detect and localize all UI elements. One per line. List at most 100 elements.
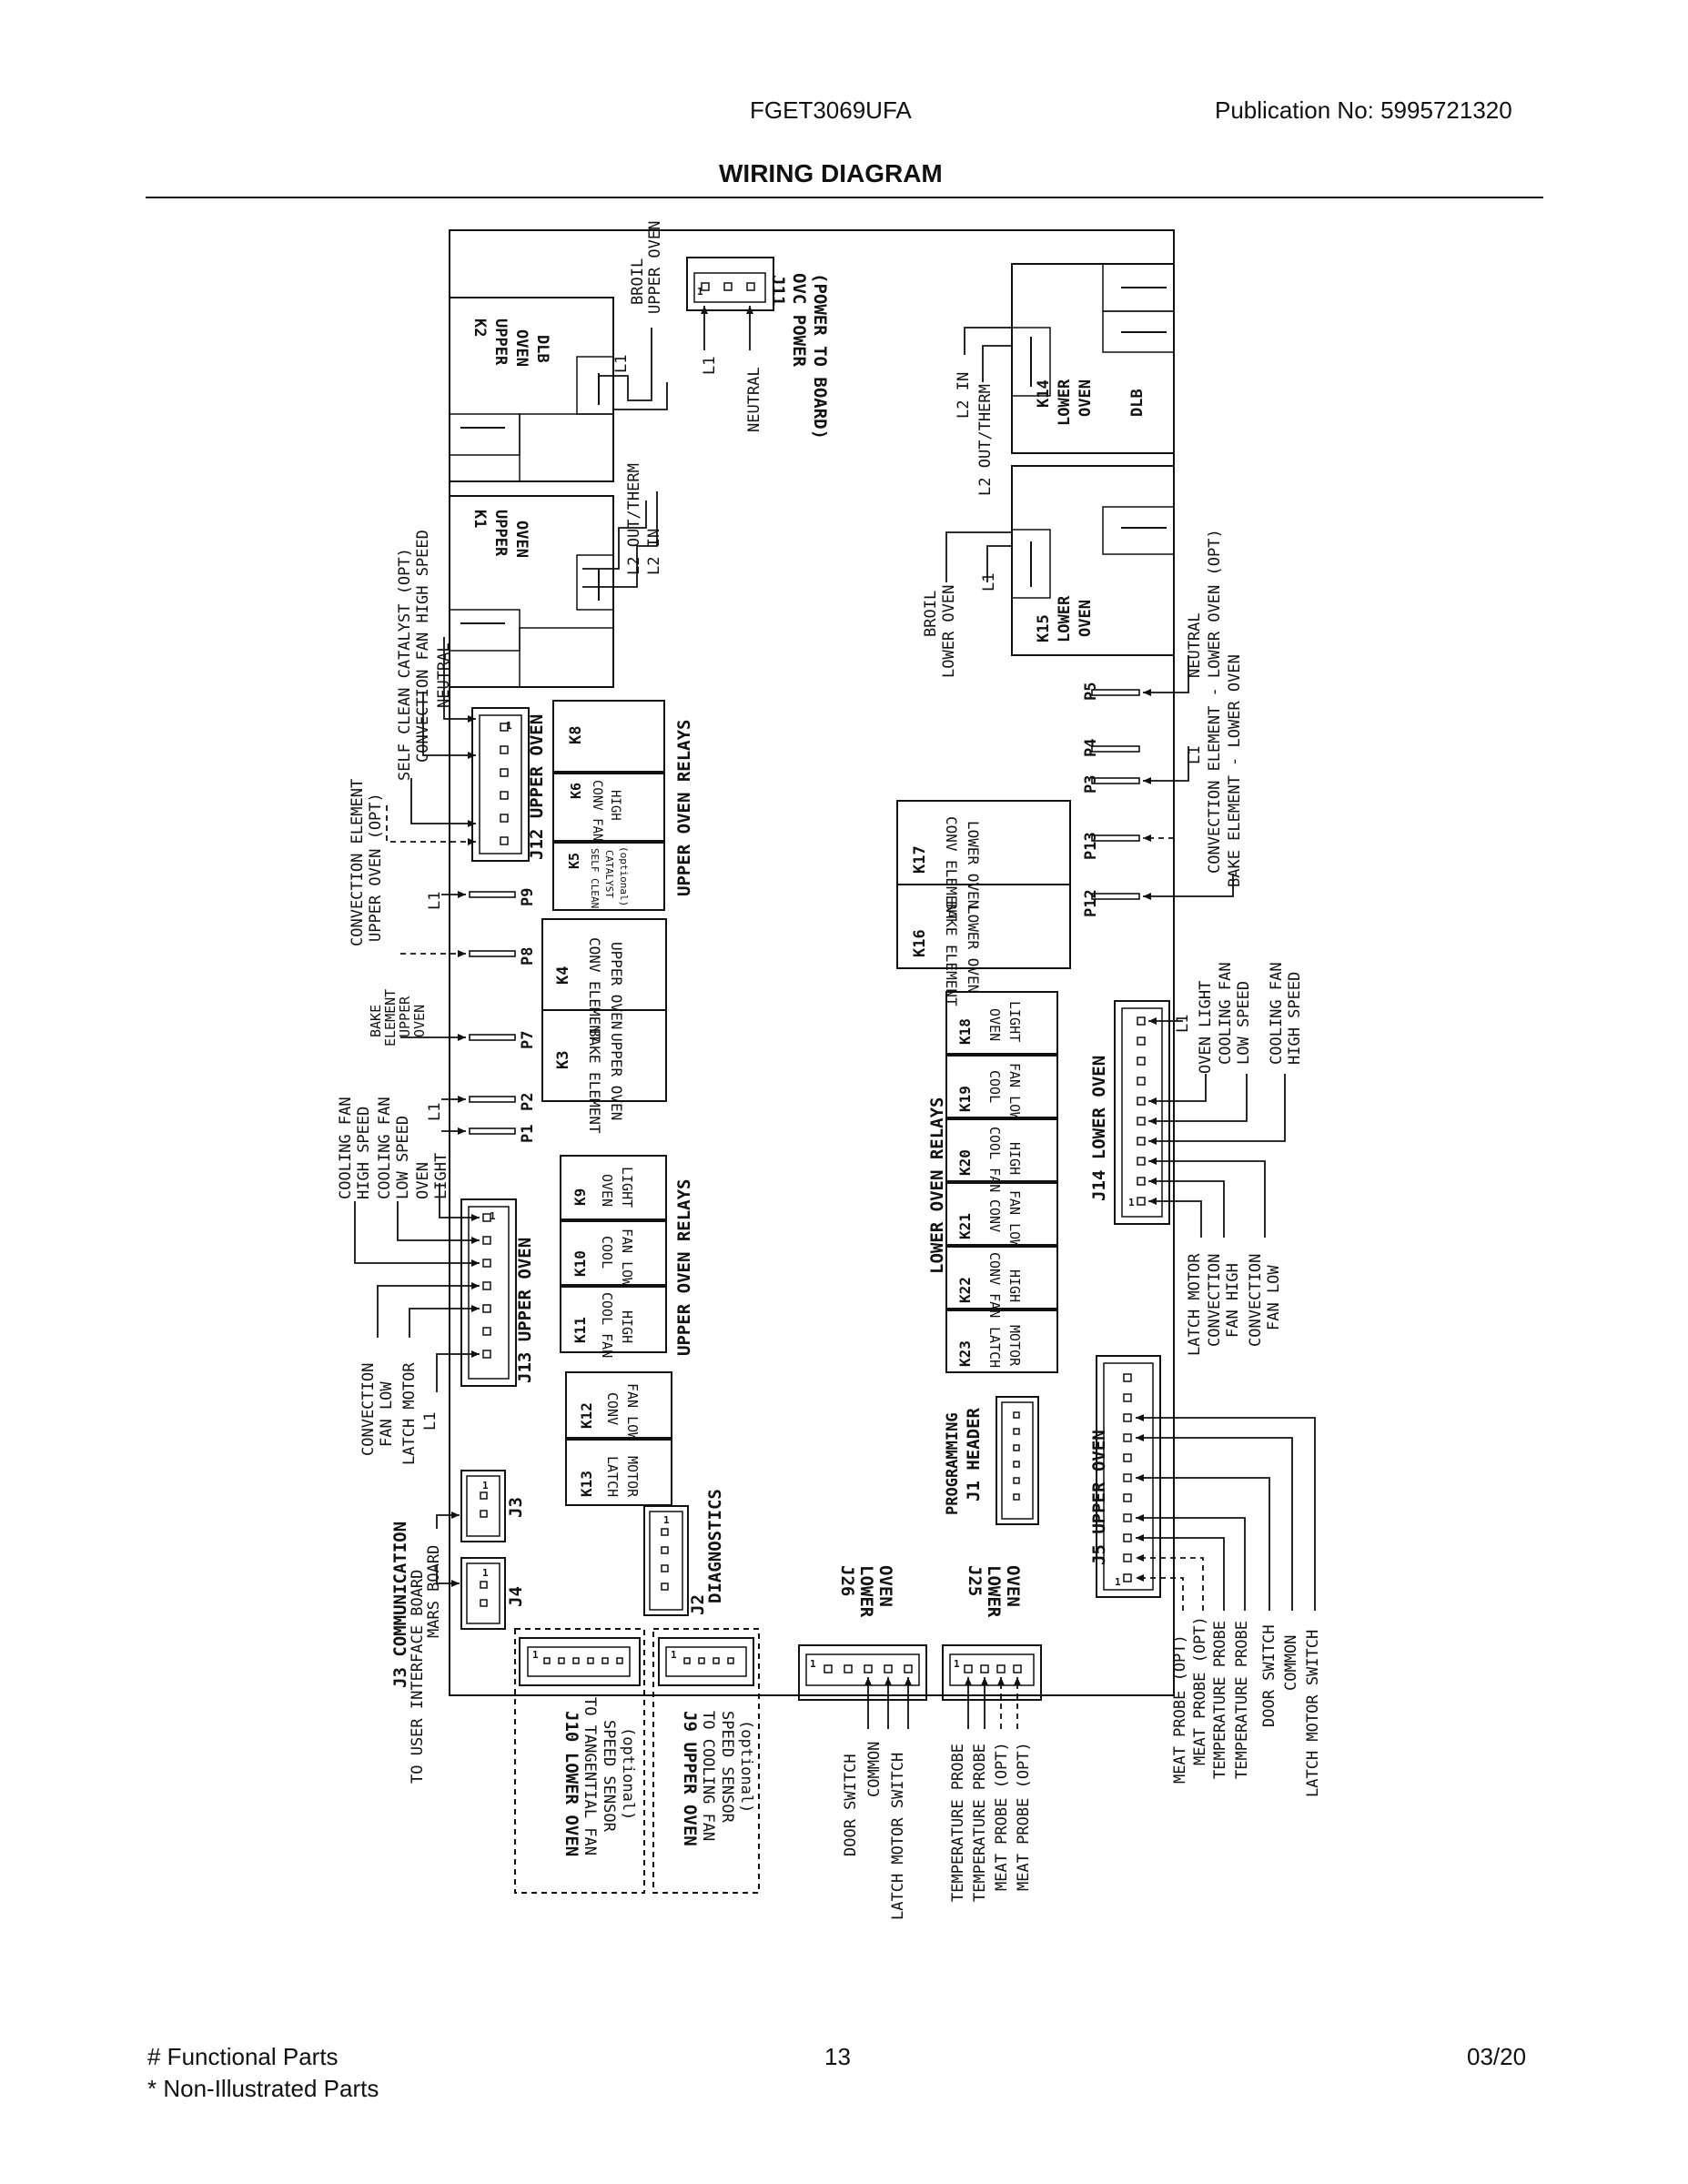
plug-p3: P3 [1082,775,1100,794]
j14-cool-high-line2: HIGH SPEED [1286,972,1304,1065]
j3-comm-line3: MARS BOARD [425,1545,443,1638]
svg-text:FAN HIGH: FAN HIGH [1224,1263,1242,1338]
svg-text:UPPER: UPPER [397,996,413,1037]
j10-line3: SPEED SENSOR [600,1720,618,1833]
svg-text:LOWER OVEN RELAYS: LOWER OVEN RELAYS [927,1097,947,1274]
k16-line3: LOWER OVEN [965,905,982,993]
svg-text:SPEED SENSOR: SPEED SENSOR [718,1711,736,1824]
svg-text:MEAT PROBE (OPT): MEAT PROBE (OPT) [1171,1634,1189,1784]
lower-oven-relays: LOWER OVEN RELAYS [927,1097,947,1274]
k11-line3: HIGH [619,1310,635,1343]
j10-pin1: 1 [532,1649,539,1661]
svg-text:LATCH MOTOR SWITCH: LATCH MOTOR SWITCH [889,1753,907,1920]
j11-neutral-label: NEUTRAL [745,367,763,432]
k21-id: K21 [956,1213,974,1239]
j14-wires [1148,1017,1286,1238]
svg-text:SPEED SENSOR: SPEED SENSOR [600,1720,618,1833]
svg-text:OVEN: OVEN [512,329,531,367]
svg-text:L1: L1 [701,357,719,375]
svg-text:BAKE ELEMENT - LOWER OVEN: BAKE ELEMENT - LOWER OVEN [1226,654,1244,887]
relay-k6: K6 CONV FAN HIGH [552,773,665,842]
k11-id: K11 [571,1317,589,1343]
k18-id: K18 [956,1018,974,1045]
svg-text:ELEMENT: ELEMENT [382,989,399,1046]
svg-text:FAN LOW: FAN LOW [378,1381,396,1447]
relay-k19: K19 COOL FAN LOW [945,1055,1058,1121]
broil-upper-line2: UPPER OVEN [646,221,664,314]
svg-text:OVEN: OVEN [599,1174,615,1207]
svg-text:J26: J26 [837,1565,857,1596]
k17-id: K17 [911,845,929,874]
plug-p1: P1 [519,1125,537,1143]
svg-text:K10: K10 [571,1250,589,1277]
svg-text:LATCH: LATCH [604,1456,621,1497]
svg-text:CONV: CONV [986,1199,1003,1232]
svg-text:PROGRAMMING: PROGRAMMING [944,1412,962,1515]
j25-meat-probe-2: MEAT PROBE (OPT) [1015,1742,1033,1891]
svg-text:FAN LOW: FAN LOW [1006,1190,1023,1249]
j14-conv-high-line1: CONVECTION [1206,1254,1224,1347]
svg-text:J3: J3 [506,1497,526,1518]
j10-line1: J10 LOWER OVEN [561,1711,581,1856]
j11-l1-label: L1 [701,357,719,375]
k5-id: K5 [566,853,582,869]
connector-j14: 1 J14 LOWER OVEN [1089,1000,1170,1225]
k6-line2: CONV FAN [590,780,604,841]
svg-text:OVC POWER: OVC POWER [789,273,809,368]
j12-wires [386,637,476,845]
svg-text:K20: K20 [956,1149,974,1176]
svg-text:TEMPERATURE PROBE: TEMPERATURE PROBE [971,1744,989,1902]
k15-line2: LOWER [1056,595,1074,642]
k19-id: K19 [956,1086,974,1112]
svg-text:CONVECTION: CONVECTION [1247,1254,1265,1347]
cooling-fan-high-line2: HIGH SPEED [355,1107,373,1199]
functional-parts-note: # Functional Parts [147,2043,339,2070]
svg-text:J3 COMMUNICATION: J3 COMMUNICATION [390,1522,410,1688]
connector-j9: 1 J9 UPPER OVEN TO COOLING FAN SPEED SEN… [652,1628,760,1894]
relay-k8: K8 [552,700,665,773]
svg-text:K18: K18 [956,1018,974,1045]
svg-text:MEAT PROBE (OPT): MEAT PROBE (OPT) [993,1742,1011,1891]
svg-text:P7: P7 [519,1031,537,1049]
conv-fan-low-line1: CONVECTION [359,1363,378,1456]
j10-line4: (optional) [619,1727,637,1820]
svg-text:MARS BOARD: MARS BOARD [425,1545,443,1638]
j5-meat-probe-2: MEAT PROBE (OPT) [1191,1616,1209,1765]
broil-lower-line1: BROIL [922,591,940,637]
j2-pin1: 1 [663,1514,670,1526]
relay-k14: K14 LOWER OVEN DLB [1011,263,1175,454]
oven-light-line2: LIGHT [432,1153,450,1199]
j10-line2: TO TANGENTIAL FAN [581,1697,599,1855]
svg-text:CONV ELEMENT: CONV ELEMENT [586,937,603,1043]
j3-j4-wires [436,1512,460,1587]
k12-id: K12 [578,1402,595,1429]
relay-k20: K20 COOL FAN HIGH [945,1118,1058,1192]
svg-text:MOTOR: MOTOR [1006,1325,1023,1367]
svg-text:COOLING FAN: COOLING FAN [1217,962,1235,1065]
k20-line2: COOL FAN [986,1127,1003,1192]
k6-line3: HIGH [608,790,622,821]
svg-text:HIGH: HIGH [619,1310,635,1343]
publication-number: Publication No: 5995721320 [1215,96,1512,124]
k23-line2: LATCH [986,1327,1003,1368]
svg-text:LOWER: LOWER [1056,379,1074,426]
j5-wires [1136,1414,1316,1611]
relay-k13: K13 LATCH MOTOR [565,1439,672,1506]
k2-line2: UPPER [491,318,510,366]
k4-line2: CONV ELEMENT [586,937,603,1043]
j9-line4: (optional) [737,1720,755,1813]
k2-l1-label: L1 [612,355,631,373]
svg-text:(optional): (optional) [737,1720,755,1813]
svg-text:LATCH MOTOR: LATCH MOTOR [400,1362,419,1465]
svg-text:CONV FAN: CONV FAN [986,1252,1003,1318]
svg-text:CONVECTION: CONVECTION [1206,1254,1224,1347]
k10-line3: FAN LOW [619,1228,635,1287]
k22-id: K22 [956,1277,974,1303]
k13-line3: MOTOR [624,1456,641,1498]
relay-k3: K3 BAKE ELEMENT UPPER OVEN [541,1009,667,1134]
svg-text:(optional): (optional) [618,846,630,906]
k14-l2-in-label: L2 IN [955,372,973,419]
k16-line2: BAKE ELEMENT [943,901,960,1006]
j3-comm-line2: TO USER INTERFACE BOARD [409,1570,427,1784]
